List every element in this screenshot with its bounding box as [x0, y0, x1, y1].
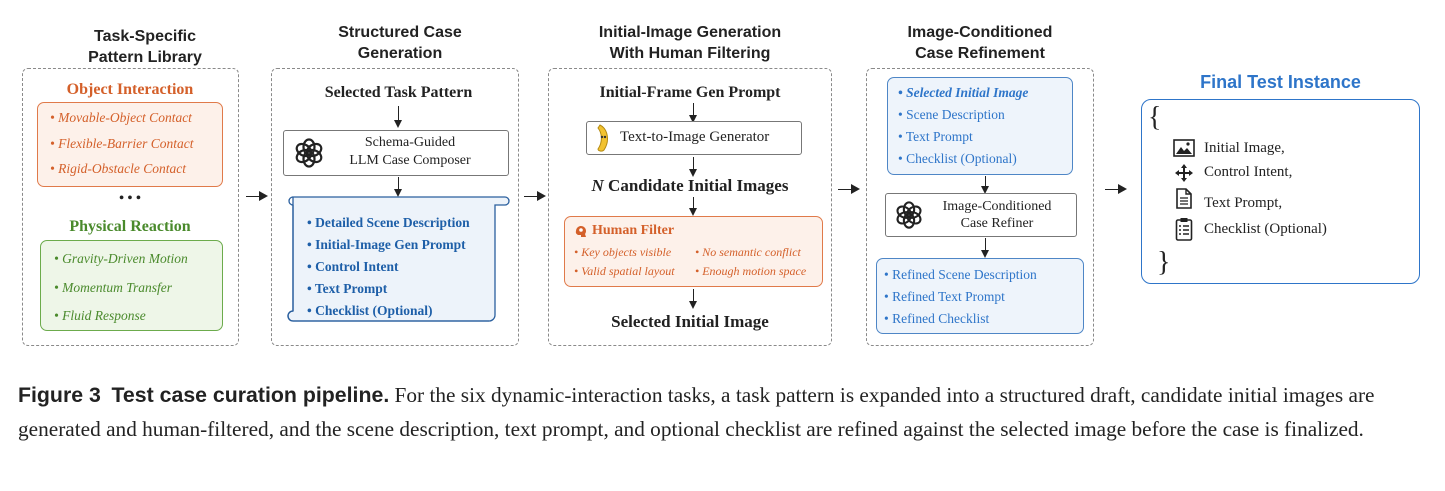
final-item: Text Prompt, [1204, 195, 1283, 211]
object-item: • Flexible-Barrier Contact [50, 136, 194, 151]
header-case-refinement: Image-Conditioned Case Refinement [880, 22, 1080, 64]
composer-line: Schema-Guided [364, 135, 456, 150]
refinement-input: • Selected Initial Image [898, 85, 1029, 100]
header-line: Initial-Image Generation [598, 24, 782, 41]
draft-item: • Text Prompt [307, 281, 388, 296]
candidate-images: N Candidate Initial Images [548, 176, 832, 196]
draft-item: • Checklist (Optional) [307, 303, 433, 318]
figure-caption: Figure 3 Test case curation pipeline. Fo… [18, 378, 1428, 446]
draft-item: • Control Intent [307, 259, 399, 274]
refinement-input: • Scene Description [898, 107, 1005, 122]
llm-case-composer-box [283, 130, 509, 176]
refiner-line: Image-Conditioned [942, 199, 1052, 214]
flow-arrow [689, 197, 697, 216]
object-item: • Movable-Object Contact [50, 110, 192, 125]
openai-logo-icon [295, 138, 323, 168]
header-structured-case: Structured Case Generation [310, 22, 490, 64]
object-interaction-box [37, 102, 223, 187]
selected-task-pattern: Selected Task Pattern [324, 84, 473, 101]
header-initial-image: Initial-Image Generation With Human Filt… [570, 22, 810, 64]
flow-arrow [981, 176, 989, 194]
refined-output: • Refined Text Prompt [884, 289, 1005, 304]
case-refiner-box [885, 193, 1077, 237]
refinement-input: • Checklist (Optional) [898, 151, 1017, 166]
composer-line: LLM Case Composer [349, 153, 471, 168]
candidate-label: Candidate Initial Images [603, 176, 789, 195]
header-line: With Human Filtering [609, 45, 771, 62]
filter-criterion: • Valid spatial layout [574, 264, 675, 278]
caption-title: Test case curation pipeline. [111, 383, 390, 407]
refined-output: • Refined Scene Description [884, 267, 1037, 282]
filter-criterion: • No semantic conflict [695, 245, 801, 259]
physical-item: • Momentum Transfer [54, 280, 172, 295]
physical-item: • Fluid Response [54, 308, 146, 323]
header-line: Pattern Library [88, 49, 202, 66]
object-interaction-title: Object Interaction [66, 81, 194, 98]
header-line: Task-Specific [94, 28, 196, 45]
header-line: Structured Case [338, 24, 462, 41]
scroll-draft-shape [287, 196, 510, 322]
candidate-count-n: N [591, 176, 604, 195]
header-line: Generation [357, 45, 443, 62]
initial-frame-gen-prompt: Initial-Frame Gen Prompt [599, 84, 781, 101]
human-filter-box [564, 216, 823, 287]
flow-arrow [394, 106, 402, 128]
clipboard-icon [1175, 218, 1193, 241]
physical-reaction-box [40, 240, 223, 331]
flow-arrow [689, 157, 697, 177]
final-item: Initial Image, [1204, 140, 1285, 156]
human-filter-title: Human Filter [592, 223, 675, 238]
refiner-label: Image-Conditioned Case Refiner [922, 198, 1072, 232]
openai-logo-icon [896, 201, 922, 229]
structured-case-panel [271, 68, 519, 346]
refinement-input: • Text Prompt [898, 129, 973, 144]
refinement-outputs-box [876, 258, 1084, 334]
flow-arrow [689, 103, 697, 123]
header-pattern-library: Task-Specific Pattern Library [55, 26, 235, 68]
refiner-line: Case Refiner [960, 216, 1034, 231]
move-arrows-icon [1175, 164, 1193, 182]
flow-arrow [246, 191, 268, 201]
refinement-inputs-box [887, 77, 1073, 175]
filter-criterion: • Key objects visible [574, 245, 672, 259]
draft-item: • Initial-Image Gen Prompt [307, 237, 466, 252]
close-brace: } [1157, 247, 1171, 278]
human-head-icon [575, 226, 586, 237]
generator-label: Text-to-Image Generator [620, 129, 770, 145]
final-item: Control Intent, [1204, 164, 1293, 180]
filter-criterion: • Enough motion space [695, 264, 807, 278]
final-title: Final Test Instance [1200, 72, 1361, 92]
object-item: • Rigid-Obstacle Contact [50, 161, 186, 176]
flow-arrow [689, 289, 697, 309]
draft-item: • Detailed Scene Description [307, 215, 470, 230]
pattern-library-panel [22, 68, 239, 346]
caption-label: Figure 3 [18, 383, 101, 407]
flow-arrow [394, 177, 402, 197]
document-icon [1176, 188, 1192, 209]
banana-icon [597, 124, 608, 152]
flow-arrow [524, 191, 546, 201]
physical-reaction-title: Physical Reaction [69, 218, 191, 235]
selected-initial-image: Selected Initial Image [611, 312, 769, 331]
open-brace: { [1148, 102, 1162, 133]
header-line: Image-Conditioned [907, 24, 1053, 41]
flow-arrow [981, 238, 989, 258]
text-to-image-generator-box [586, 121, 802, 155]
physical-item: • Gravity-Driven Motion [54, 251, 188, 266]
refined-output: • Refined Checklist [884, 311, 990, 326]
header-line: Case Refinement [915, 45, 1045, 62]
initial-image-panel [548, 68, 832, 346]
composer-label: Schema-Guided LLM Case Composer [325, 134, 495, 170]
flow-arrow [838, 184, 860, 194]
flow-arrow [1105, 184, 1127, 194]
image-icon [1173, 139, 1195, 157]
case-refinement-panel [866, 68, 1094, 346]
caption-text: For the six dynamic-interaction tasks, a… [18, 383, 1375, 441]
ellipsis: • • • [119, 191, 141, 206]
final-item: Checklist (Optional) [1204, 221, 1327, 237]
